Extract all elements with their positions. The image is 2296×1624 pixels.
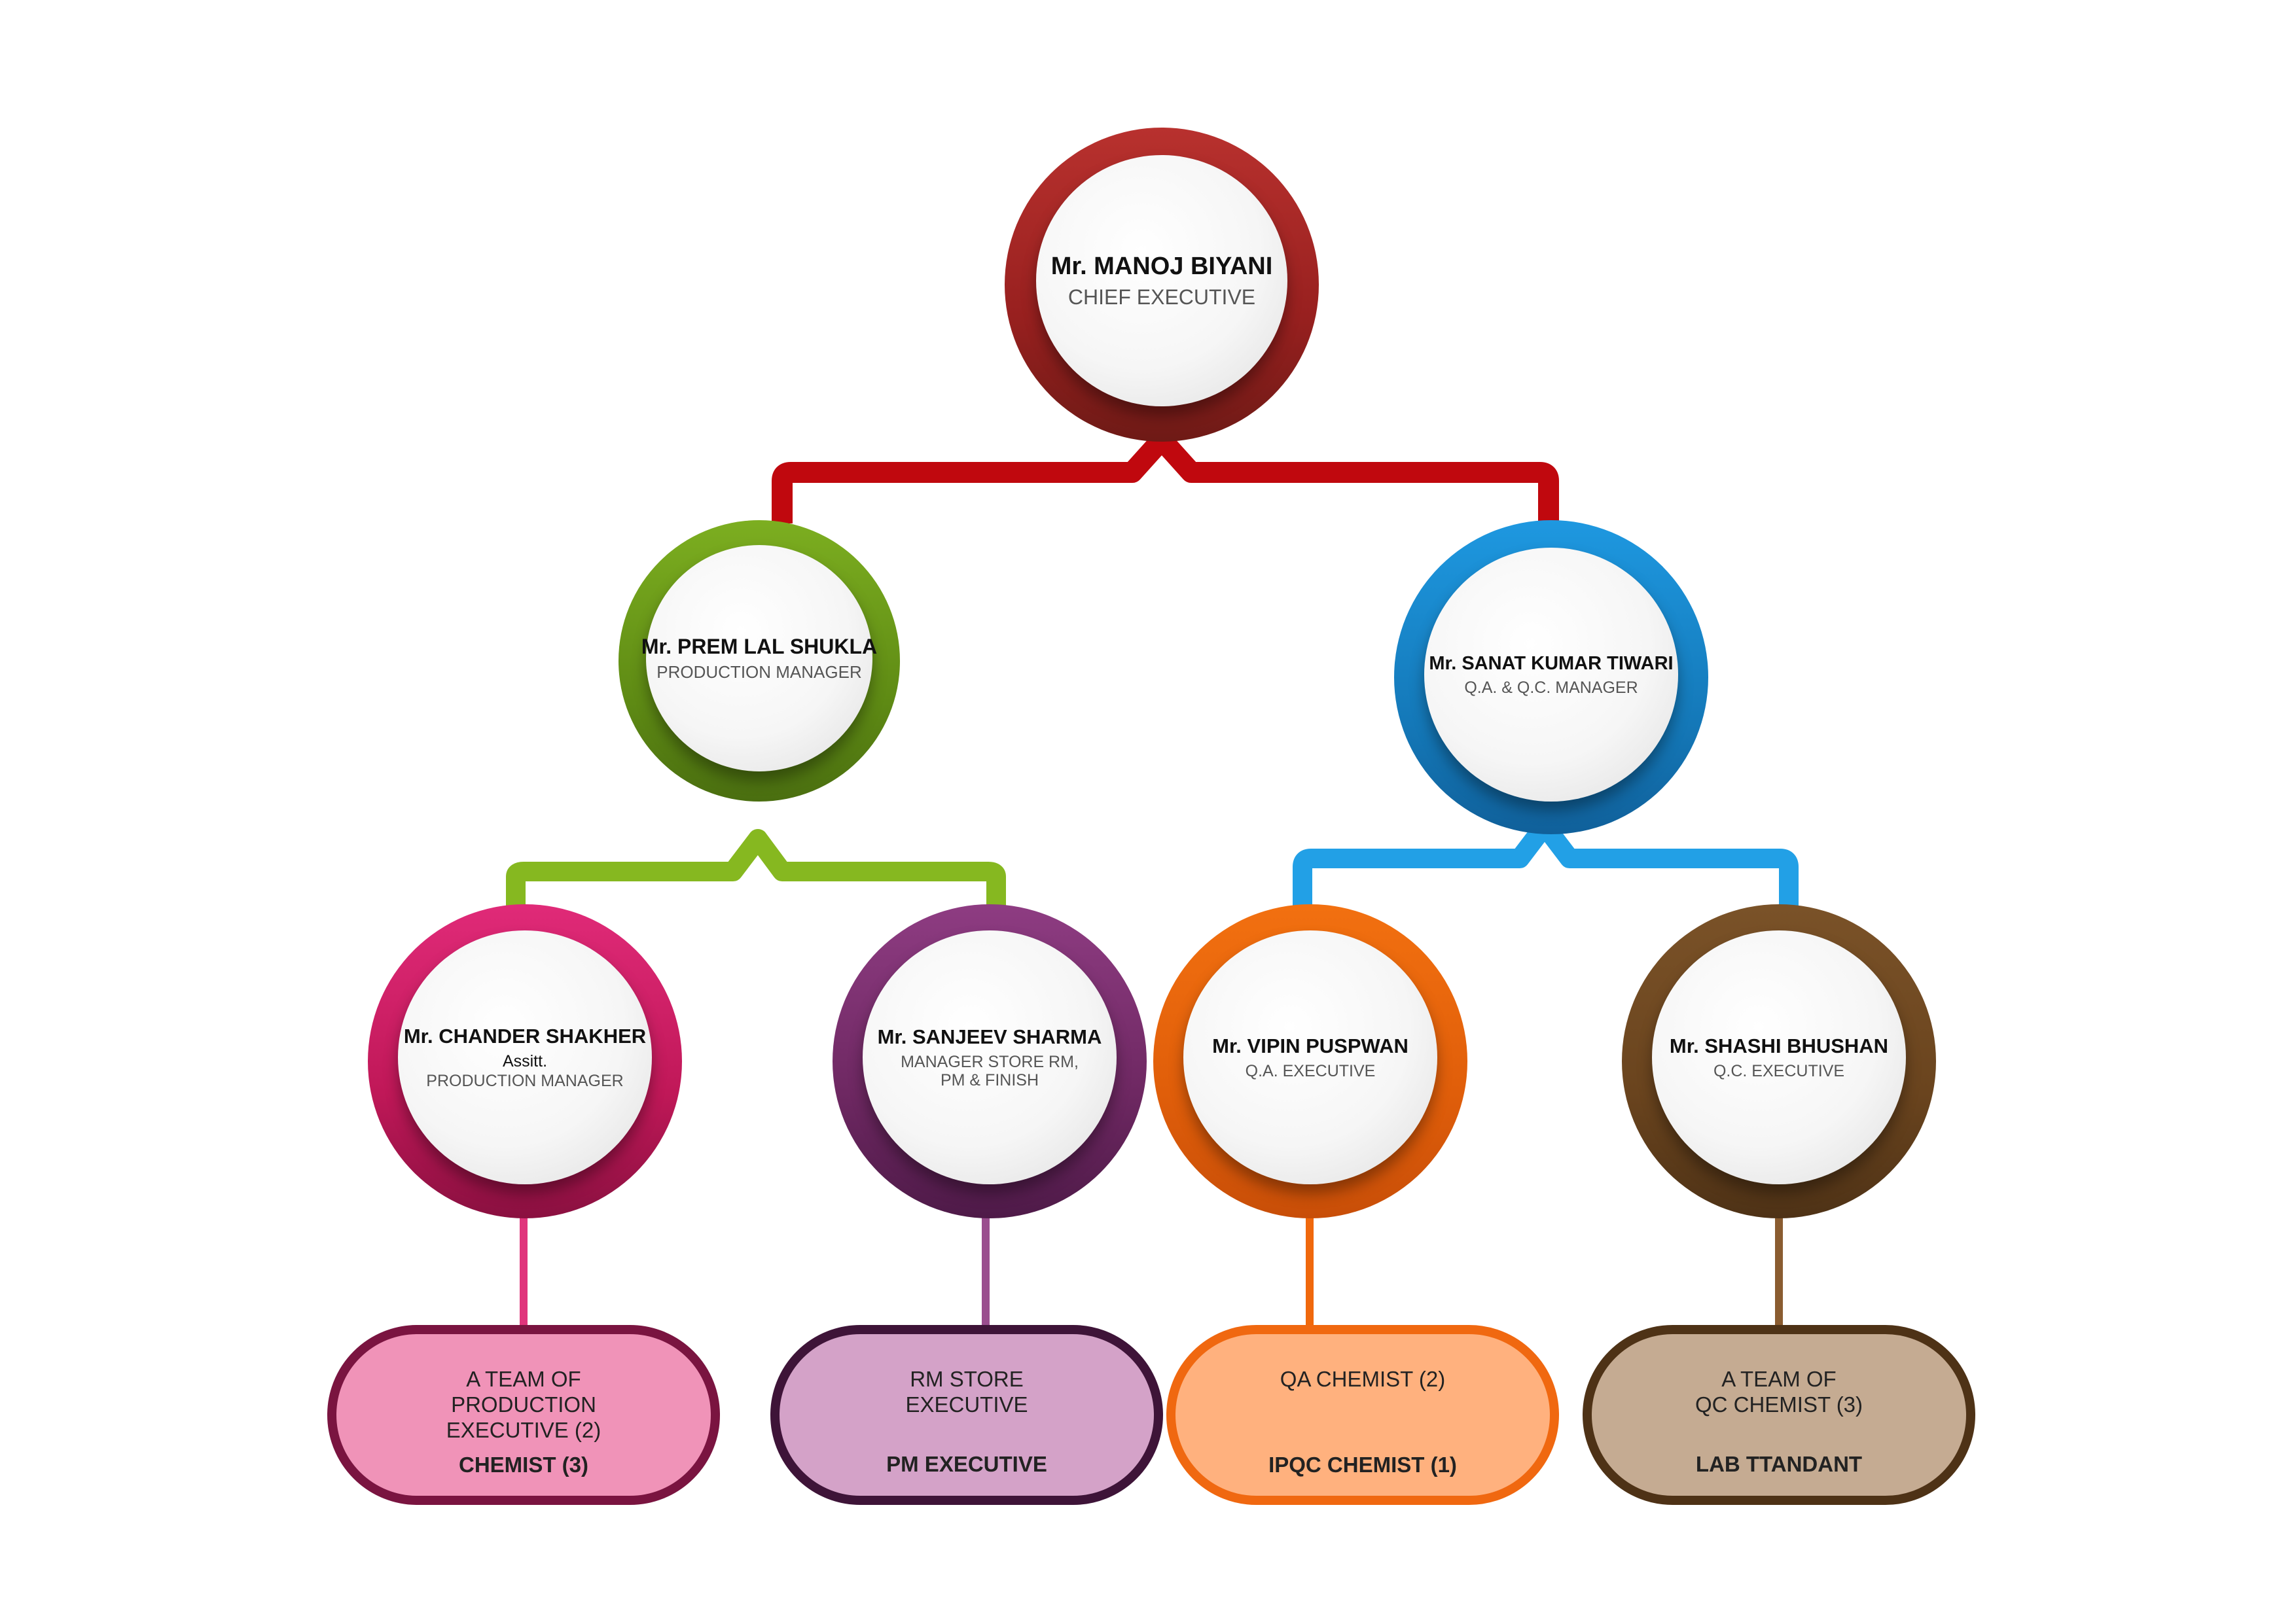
team-qc-pill: A TEAM OF QC CHEMIST (3) LAB TTANDANT (1583, 1325, 1975, 1505)
qa-qc-manager-card: Mr. SANAT KUMAR TIWARI Q.A. & Q.C. MANAG… (1424, 548, 1678, 802)
team-qc-bold: LAB TTANDANT (1695, 1451, 1863, 1476)
asst-production-manager-role-line1: Assitt. (502, 1052, 548, 1070)
qc-executive-name: Mr. SHASHI BHUSHAN (1669, 1034, 1889, 1057)
qa-executive-role: Q.A. EXECUTIVE (1245, 1062, 1376, 1080)
production-manager-name: Mr. PREM LAL SHUKLA (641, 634, 878, 658)
chief-role: CHIEF EXECUTIVE (1067, 285, 1256, 309)
chief-name: Mr. MANOJ BIYANI (1050, 252, 1273, 280)
chief-card: Mr. MANOJ BIYANI CHIEF EXECUTIVE (1036, 155, 1287, 406)
chief-node: Mr. MANOJ BIYANI CHIEF EXECUTIVE (1005, 128, 1319, 442)
qa-qc-manager-name: Mr. SANAT KUMAR TIWARI (1429, 652, 1674, 674)
team-qa-bold: IPQC CHEMIST (1) (1268, 1452, 1457, 1477)
asst-production-manager-node: Mr. CHANDER SHAKHER Assitt. PRODUCTION M… (368, 904, 682, 1218)
production-manager-card: Mr. PREM LAL SHUKLA PRODUCTION MANAGER (641, 545, 877, 771)
team-qa-pill: QA CHEMIST (2) IPQC CHEMIST (1) (1166, 1325, 1559, 1505)
qa-qc-manager-node: Mr. SANAT KUMAR TIWARI Q.A. & Q.C. MANAG… (1394, 520, 1708, 834)
team-store-bold: PM EXECUTIVE (886, 1451, 1047, 1476)
asst-production-manager-name: Mr. CHANDER SHAKHER (403, 1025, 647, 1048)
team-production-text: A TEAM OF PRODUCTION EXECUTIVE (2) (446, 1367, 601, 1442)
production-manager-node: Mr. PREM LAL SHUKLA PRODUCTION MANAGER (619, 520, 900, 802)
connector-production (506, 829, 1006, 909)
asst-production-manager-card: Mr. CHANDER SHAKHER Assitt. PRODUCTION M… (398, 930, 652, 1184)
qa-executive-node: Mr. VIPIN PUSPWAN Q.A. EXECUTIVE (1153, 904, 1467, 1218)
team-qa-text: QA CHEMIST (2) (1280, 1367, 1446, 1391)
production-manager-role: PRODUCTION MANAGER (656, 662, 862, 682)
qc-executive-role: Q.C. EXECUTIVE (1713, 1062, 1845, 1080)
qc-executive-node: Mr. SHASHI BHUSHAN Q.C. EXECUTIVE (1622, 904, 1936, 1218)
asst-production-manager-role-line2: PRODUCTION MANAGER (426, 1072, 624, 1090)
qa-qc-manager-role: Q.A. & Q.C. MANAGER (1464, 678, 1638, 697)
team-production-pill: A TEAM OF PRODUCTION EXECUTIVE (2) CHEMI… (327, 1325, 720, 1505)
connector-qa-qc (1293, 816, 1799, 909)
qa-executive-card: Mr. VIPIN PUSPWAN Q.A. EXECUTIVE (1183, 930, 1437, 1184)
store-manager-name: Mr. SANJEEV SHARMA (877, 1025, 1102, 1048)
team-store-pill: RM STORE EXECUTIVE PM EXECUTIVE (770, 1325, 1163, 1505)
connector-chief (772, 429, 1559, 523)
qa-executive-name: Mr. VIPIN PUSPWAN (1212, 1034, 1408, 1057)
team-qc-text: A TEAM OF QC CHEMIST (3) (1695, 1367, 1863, 1417)
store-manager-node: Mr. SANJEEV SHARMA MANAGER STORE RM, PM … (833, 904, 1147, 1218)
store-manager-role: MANAGER STORE RM, PM & FINISH (901, 1053, 1079, 1089)
team-store-text: RM STORE EXECUTIVE (905, 1367, 1028, 1417)
store-manager-card: Mr. SANJEEV SHARMA MANAGER STORE RM, PM … (863, 930, 1117, 1184)
qc-executive-card: Mr. SHASHI BHUSHAN Q.C. EXECUTIVE (1652, 930, 1906, 1184)
team-production-bold: CHEMIST (3) (459, 1452, 588, 1477)
